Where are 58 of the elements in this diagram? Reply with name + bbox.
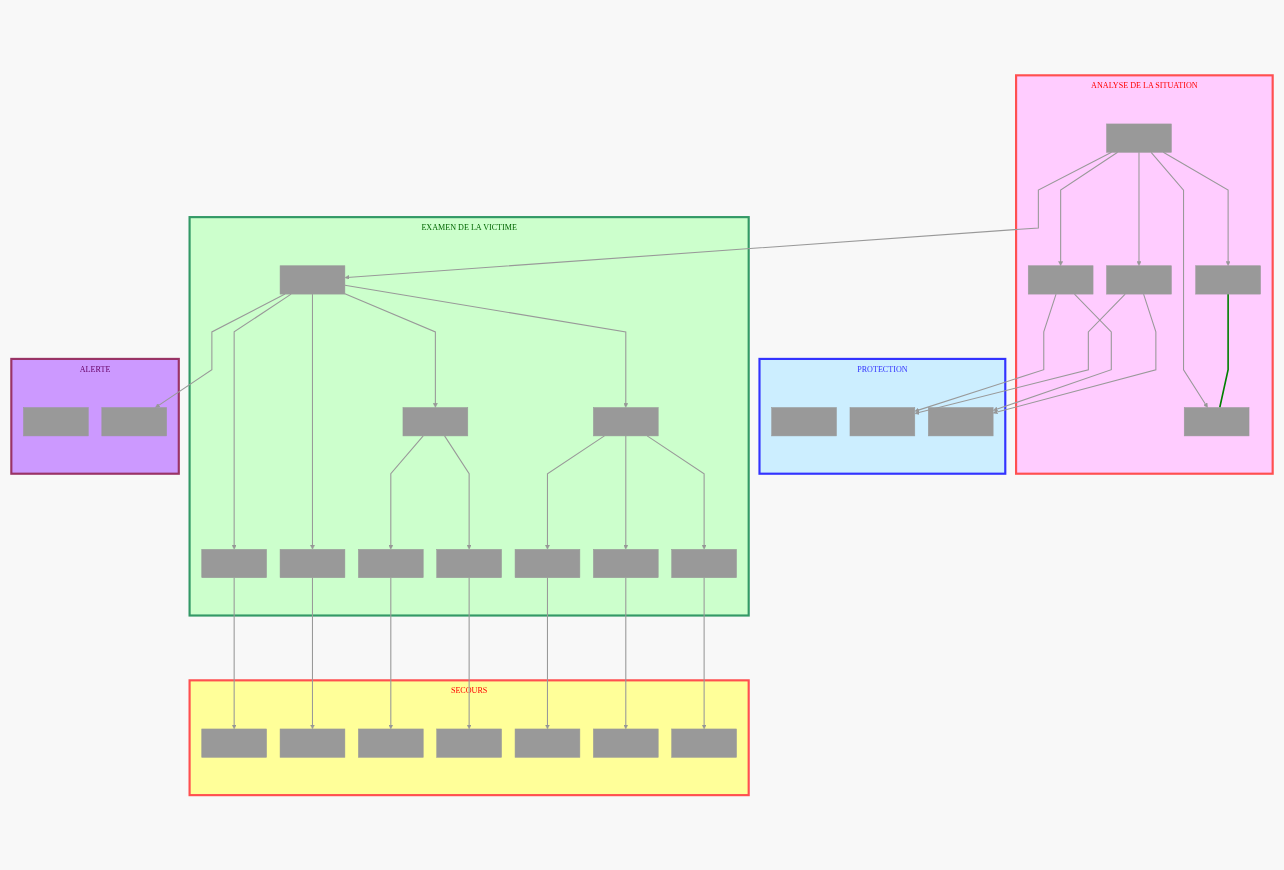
cluster: PROTECTION [758, 357, 1007, 475]
node-box [849, 407, 916, 436]
arrow [914, 293, 1057, 412]
node-box [1027, 265, 1094, 295]
arrow [914, 293, 1126, 415]
arrow [231, 576, 237, 729]
arrow [155, 293, 286, 408]
arrow [992, 293, 1157, 415]
node-box [771, 407, 837, 436]
cluster: EXAMEN DE LA VICTIME [188, 215, 750, 617]
node-box [593, 407, 659, 436]
node-box [1106, 123, 1172, 153]
node-box [1106, 265, 1172, 295]
cluster: ANALYSE DE LA SITUATION [1015, 74, 1274, 475]
arrow [310, 576, 315, 729]
arrow [646, 435, 707, 550]
arrow [545, 435, 605, 550]
node-box [928, 407, 994, 436]
node-box [1195, 265, 1261, 295]
node-box [593, 548, 659, 578]
node-box [436, 728, 502, 758]
arrow [1058, 151, 1119, 266]
arrow [231, 293, 292, 550]
node-box [279, 265, 346, 295]
arrow [344, 292, 438, 408]
arrow [388, 576, 394, 729]
arrow [1162, 151, 1231, 266]
node-box [201, 728, 267, 758]
node-box [23, 407, 89, 436]
node-box [402, 407, 469, 436]
node-box [593, 728, 659, 758]
arrow [623, 435, 629, 550]
arrow [992, 293, 1112, 412]
arrow [444, 435, 472, 550]
node-box [671, 548, 737, 578]
node-box [1183, 407, 1250, 436]
arrow [344, 284, 629, 408]
arrow [701, 576, 707, 729]
node-box [436, 548, 502, 578]
arrow [1150, 151, 1208, 408]
arrow [310, 293, 315, 550]
node-box [671, 728, 737, 758]
node-box [358, 548, 424, 578]
node-box [358, 728, 424, 758]
node-box [279, 728, 346, 758]
arrow [623, 576, 629, 729]
node-box [201, 548, 267, 578]
cluster: SECOURS [188, 679, 750, 796]
node-box [279, 548, 346, 578]
connector [1218, 293, 1229, 409]
arrow [388, 435, 424, 550]
node-box [101, 407, 167, 436]
cluster: ALERTE [10, 357, 180, 475]
arrow [1136, 151, 1142, 266]
node-box [514, 548, 581, 578]
arrow [545, 576, 550, 729]
node-box [514, 728, 581, 758]
arrow [466, 576, 472, 729]
